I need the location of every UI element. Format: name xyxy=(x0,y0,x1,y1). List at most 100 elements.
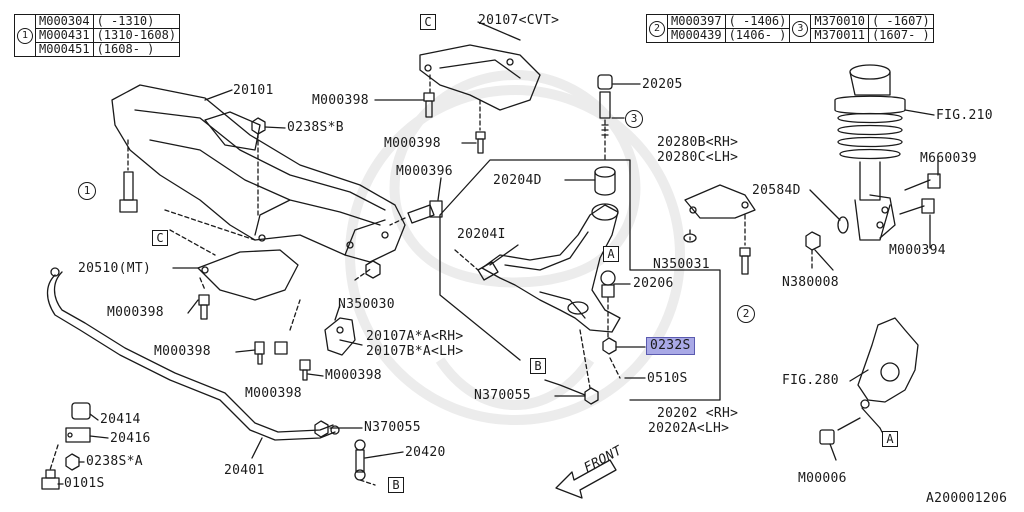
ref-box-a-arm[interactable]: A xyxy=(603,246,619,262)
bolt-m000398-lower xyxy=(254,341,311,381)
ref-box-c-left[interactable]: C xyxy=(152,230,168,246)
label-20204d[interactable]: 20204D xyxy=(493,173,542,188)
label-m000398[interactable]: M000398 xyxy=(325,368,382,383)
bolt-m000394 xyxy=(899,198,935,215)
bushing-20414 xyxy=(71,402,91,420)
legend-range: (1406- ) xyxy=(724,28,791,43)
label-n380008[interactable]: N380008 xyxy=(782,275,839,290)
bolt-20205 xyxy=(597,74,613,161)
clamp-20416 xyxy=(65,427,91,443)
label-0238s-a[interactable]: 0238S*A xyxy=(86,454,143,469)
label-n370055[interactable]: N370055 xyxy=(474,388,531,403)
bolt-m000396 xyxy=(389,200,443,226)
label-20107-cvt[interactable]: 20107<CVT> xyxy=(478,13,560,28)
bushing-20204d xyxy=(594,166,616,196)
legend-range: ( -1406) xyxy=(724,14,791,29)
label-m00006[interactable]: M00006 xyxy=(798,471,847,486)
front-arrow xyxy=(555,459,617,499)
label-20420[interactable]: 20420 xyxy=(405,445,446,460)
label-fig210[interactable]: FIG.210 xyxy=(936,108,993,123)
legend-range: ( -1310) xyxy=(92,14,181,29)
legend-table-1: 1 M000304 ( -1310) M000431 (1310-1608) M… xyxy=(14,14,181,57)
label-m000396[interactable]: M000396 xyxy=(396,164,453,179)
circled-number: 1 xyxy=(17,27,33,44)
legend-range: ( -1607) xyxy=(867,14,934,29)
label-n370055[interactable]: N370055 xyxy=(364,420,421,435)
diagram-id: A200001206 xyxy=(926,491,1008,506)
nut-n350030 xyxy=(365,260,381,279)
label-20206[interactable]: 20206 xyxy=(633,276,674,291)
nut-n370055-lower xyxy=(314,420,329,438)
stabilizer-link-20420 xyxy=(354,439,376,486)
stabilizer-bar-shape xyxy=(46,267,340,441)
legend-part: M370010 xyxy=(810,14,869,29)
label-n350031[interactable]: N350031 xyxy=(653,257,710,272)
label-0238s-b[interactable]: 0238S*B xyxy=(287,120,344,135)
label-20280b[interactable]: 20280B<RH> xyxy=(657,135,739,150)
label-m000398[interactable]: M000398 xyxy=(384,136,441,151)
nut-n370055 xyxy=(584,387,599,405)
legend-part: M000397 xyxy=(667,14,726,29)
legend-part: M000451 xyxy=(35,42,94,57)
label-0510s[interactable]: 0510S xyxy=(647,371,688,386)
callout-1[interactable]: 1 xyxy=(78,182,96,200)
ref-box-a-knuckle[interactable]: A xyxy=(882,431,898,447)
bolt-m000398-mid xyxy=(475,131,486,154)
label-0232s-highlighted[interactable]: 0232S xyxy=(646,337,695,355)
legend-range: (1310-1608) xyxy=(92,28,181,43)
label-20101[interactable]: 20101 xyxy=(233,83,274,98)
label-n350030[interactable]: N350030 xyxy=(338,297,395,312)
label-20416[interactable]: 20416 xyxy=(110,431,151,446)
label-20202[interactable]: 20202 <RH> xyxy=(657,406,739,421)
bolt-m00006 xyxy=(819,417,861,445)
circled-number: 3 xyxy=(792,20,809,37)
label-m000398[interactable]: M000398 xyxy=(107,305,164,320)
label-20510-mt[interactable]: 20510(MT) xyxy=(78,261,152,276)
label-20204i[interactable]: 20204I xyxy=(457,227,506,242)
lower-arm-shape xyxy=(481,203,621,333)
washer-20584d xyxy=(837,216,849,234)
label-m000398[interactable]: M000398 xyxy=(154,344,211,359)
legend-part: M000304 xyxy=(35,14,94,29)
label-m000398[interactable]: M000398 xyxy=(245,386,302,401)
label-20414[interactable]: 20414 xyxy=(100,412,141,427)
knuckle-shape xyxy=(857,317,919,429)
nut-0238sb xyxy=(251,117,266,216)
legend-table-2-3: 2 M000397 ( -1406) 3 M370010 ( -1607) M0… xyxy=(646,14,934,43)
legend-1-mark: 1 xyxy=(14,14,36,57)
bolt-callout-1 xyxy=(119,139,138,213)
label-20280c[interactable]: 20280C<LH> xyxy=(657,150,739,165)
ref-box-b-link[interactable]: B xyxy=(388,477,404,493)
legend-part: M000439 xyxy=(667,28,726,43)
label-m000398[interactable]: M000398 xyxy=(312,93,369,108)
callout-3[interactable]: 3 xyxy=(625,110,643,128)
ref-box-b-arm[interactable]: B xyxy=(530,358,546,374)
legend-range: (1608- ) xyxy=(92,42,181,57)
callout-2[interactable]: 2 xyxy=(737,305,755,323)
label-20202a[interactable]: 20202A<LH> xyxy=(648,421,730,436)
bolt-0101s xyxy=(41,469,60,490)
label-20401[interactable]: 20401 xyxy=(224,463,265,478)
nut-n380008 xyxy=(805,231,821,251)
label-m660039[interactable]: M660039 xyxy=(920,151,977,166)
legend-3-mark: 3 xyxy=(789,14,812,43)
nut-0232s xyxy=(602,337,617,355)
legend-2-mark: 2 xyxy=(646,14,668,43)
bolt-m000398-top xyxy=(423,92,435,118)
ball-joint-20206 xyxy=(600,270,616,341)
label-0101s[interactable]: 0101S xyxy=(64,476,105,491)
label-fig280[interactable]: FIG.280 xyxy=(782,373,839,388)
ref-box-c-top[interactable]: C xyxy=(420,14,436,30)
label-20205[interactable]: 20205 xyxy=(642,77,683,92)
legend-part: M370011 xyxy=(810,28,869,43)
bushing-20204i xyxy=(477,261,499,281)
label-20107b[interactable]: 20107B*A<LH> xyxy=(366,344,464,359)
label-20107a[interactable]: 20107A*A<RH> xyxy=(366,329,464,344)
label-20584d[interactable]: 20584D xyxy=(752,183,801,198)
bolt-m660039 xyxy=(904,173,941,191)
label-m000394[interactable]: M000394 xyxy=(889,243,946,258)
mt-bracket-shape xyxy=(197,249,299,320)
legend-range: (1607- ) xyxy=(867,28,934,43)
legend-part: M000431 xyxy=(35,28,94,43)
